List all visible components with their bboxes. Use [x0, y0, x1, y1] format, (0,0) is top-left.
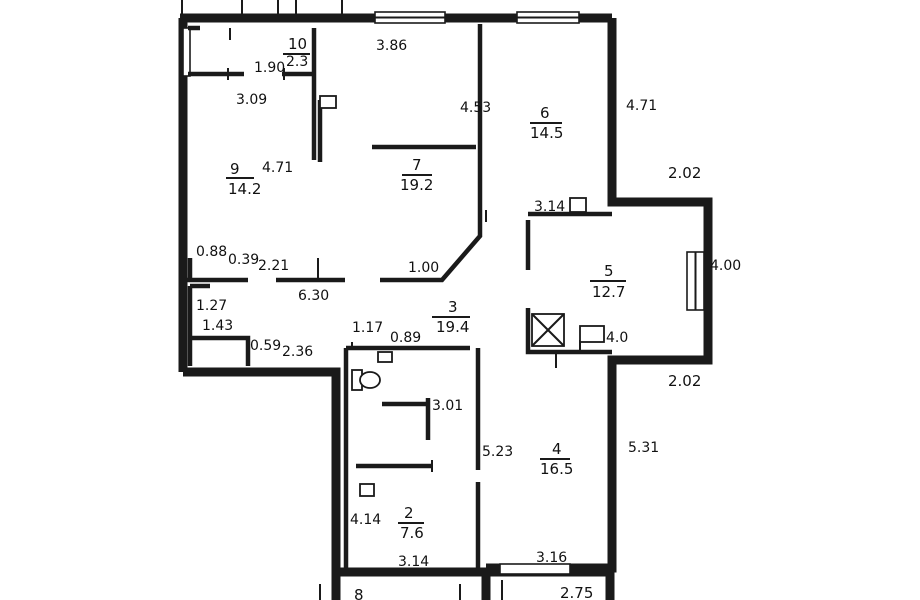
room-3-dim-closet: 0.88 — [196, 244, 227, 260]
room-3-dim-c: 1.17 — [352, 320, 383, 336]
room-10-dim: 1.90 — [254, 60, 285, 76]
outer-dim-right-lower: 2.02 — [668, 372, 701, 390]
room-2-dim-a: 4.14 — [350, 512, 381, 528]
interior-walls — [183, 24, 612, 600]
room-labels: 10 2.3 1.90 3.09 9 14.2 4.71 3.86 4.53 7… — [196, 35, 741, 600]
room-7-area: 19.2 — [400, 176, 433, 194]
room-6-area: 14.5 — [530, 124, 563, 142]
room-3-dim-closet-h: 0.39 — [228, 252, 259, 268]
room-2-dim-b: 3.14 — [398, 554, 429, 570]
room-7-dim-door: 1.00 — [408, 260, 439, 276]
room-3-dim-b: 2.21 — [258, 258, 289, 274]
room-4-dim-width: 3.16 — [536, 550, 567, 566]
room-9-dim-width: 3.09 — [236, 92, 267, 108]
room-2-dim-c: 3.01 — [432, 398, 463, 414]
room-6-dim-width: 3.14 — [534, 199, 565, 215]
toilet-bowl — [359, 371, 381, 389]
bottom-dim-right: 2.75 — [560, 584, 593, 600]
top-stubs — [181, 0, 343, 14]
room-1-area: 1.43 — [202, 318, 233, 334]
windows — [182, 11, 705, 311]
room-4-dim-outer: 5.31 — [628, 440, 659, 456]
room-1-dim-a: 1.27 — [196, 298, 227, 314]
room-6-id: 6 — [540, 104, 550, 122]
room-5-area: 12.7 — [592, 283, 625, 301]
room-6-dim-height: 4.71 — [626, 98, 657, 114]
room-3-id: 3 — [448, 298, 458, 316]
fixture-hall — [377, 351, 393, 363]
radiator-9 — [319, 95, 337, 109]
fixture-bath — [359, 483, 375, 497]
room-3-area: 19.4 — [436, 318, 469, 336]
room-7-dim-width: 3.86 — [376, 38, 407, 54]
room-7-id: 7 — [412, 156, 422, 174]
bottom-digit: 8 — [354, 586, 364, 600]
room-5-id: 5 — [604, 262, 614, 280]
room-2-id: 2 — [404, 504, 414, 522]
outer-dim-right-upper: 2.02 — [668, 164, 701, 182]
room-9-id: 9 — [230, 160, 240, 178]
room-7-dim-height: 4.53 — [460, 100, 491, 116]
room-10-area: 2.3 — [286, 54, 308, 70]
room-4-dim-height: 5.23 — [482, 444, 513, 460]
radiator-6 — [569, 197, 587, 213]
room-3-dim-length: 6.30 — [298, 288, 329, 304]
room-9-dim-height: 4.71 — [262, 160, 293, 176]
room-2-area: 7.6 — [400, 524, 424, 542]
room-9-area: 14.2 — [228, 180, 261, 198]
room-1-dim-b: 0.59 — [250, 338, 281, 354]
room-4-id: 4 — [552, 440, 562, 458]
fixtures — [319, 95, 605, 497]
room-1-dim-c: 2.36 — [282, 344, 313, 360]
room-3-dim-d: 0.89 — [390, 330, 421, 346]
sink-box — [579, 325, 605, 343]
room-5-dim-width: 4.00 — [710, 258, 741, 274]
room-5-dim-door: 4.0 — [606, 330, 628, 346]
room-10-id: 10 — [288, 35, 307, 53]
room-4-area: 16.5 — [540, 460, 573, 478]
